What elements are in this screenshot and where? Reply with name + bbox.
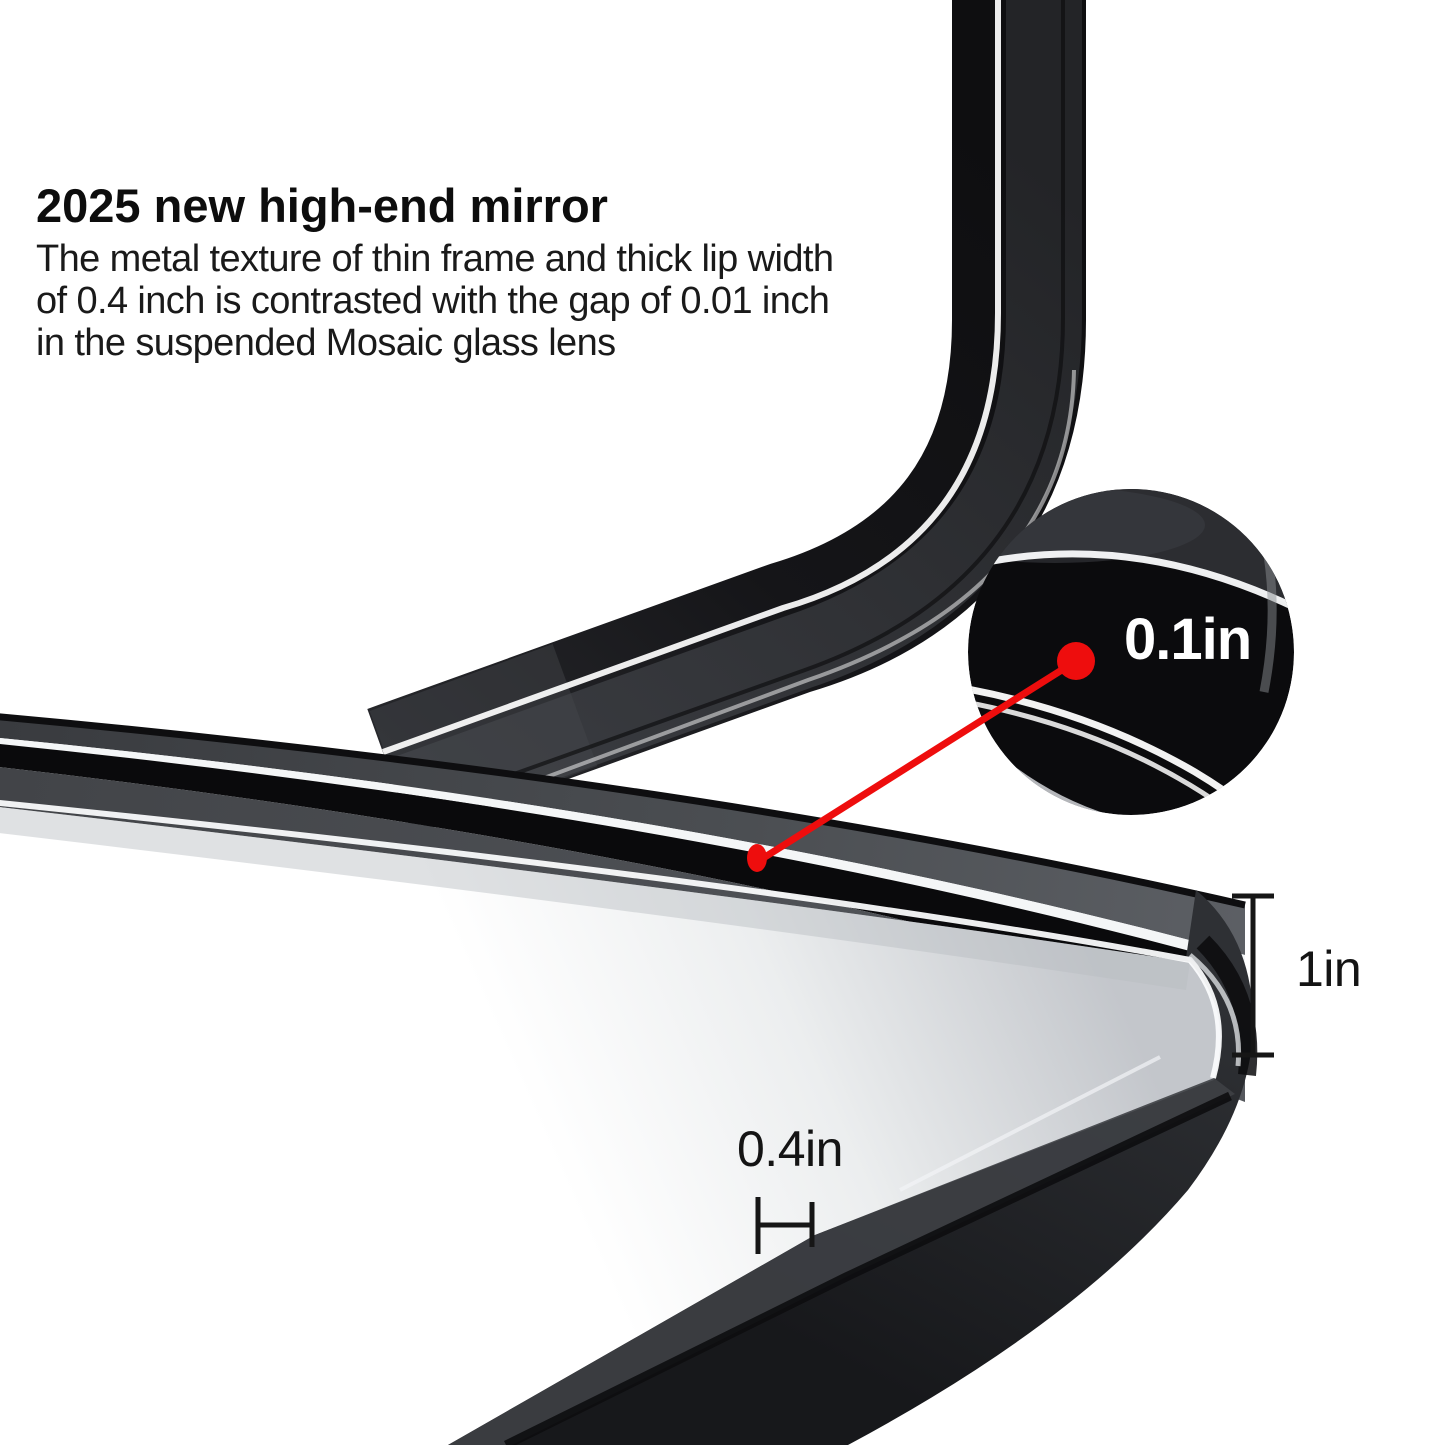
gap-size-label: 0.1in <box>1124 607 1252 672</box>
upper-mirror-frame <box>367 0 1086 836</box>
page-title: 2025 new high-end mirror <box>36 179 608 232</box>
callout-line <box>755 658 1078 865</box>
frame-top-edge-line <box>0 713 1246 909</box>
frame-gap-groove <box>0 744 1245 1012</box>
magnifier-glint-lower-2 <box>968 696 1288 815</box>
annotation-graphics <box>747 642 1274 1254</box>
mirror-glass <box>0 807 1221 1445</box>
description-line-3: in the suspended Mosaic glass lens <box>36 322 616 364</box>
callout-dot-gap <box>747 844 767 872</box>
magnifier-right-sheen <box>1259 554 1277 693</box>
upper-frame-groove-line <box>404 0 1065 815</box>
frame-top-surface <box>0 716 1245 955</box>
glass-reflection-strip <box>0 807 1190 990</box>
frame-corner-and-bottom-side <box>448 890 1254 1445</box>
upper-frame-glint-inner <box>381 0 1001 755</box>
corner-glint-arc <box>1188 953 1242 1067</box>
lower-mirror-frame <box>0 713 1258 1445</box>
description-line-2: of 0.4 inch is contrasted with the gap o… <box>36 280 830 322</box>
marketing-copy: 2025 new high-end mirror The metal textu… <box>36 179 996 365</box>
lip-width-label: 0.4in <box>737 1121 843 1177</box>
measurement-0-4in <box>755 1197 815 1254</box>
bottom-side-lip-strip <box>448 1078 1235 1445</box>
measurement-1in <box>1232 893 1274 1058</box>
bottom-side-groove-line <box>504 1091 1232 1445</box>
glass-edge-glint <box>899 1055 1161 1192</box>
edge-thickness-label: 1in <box>1296 941 1362 997</box>
description-line-1: The metal texture of thin frame and thic… <box>36 238 834 280</box>
lip-edge-glint <box>0 800 1222 1079</box>
callout-dot-magnifier <box>1057 642 1095 680</box>
upper-frame-inner-surface <box>385 0 1082 832</box>
